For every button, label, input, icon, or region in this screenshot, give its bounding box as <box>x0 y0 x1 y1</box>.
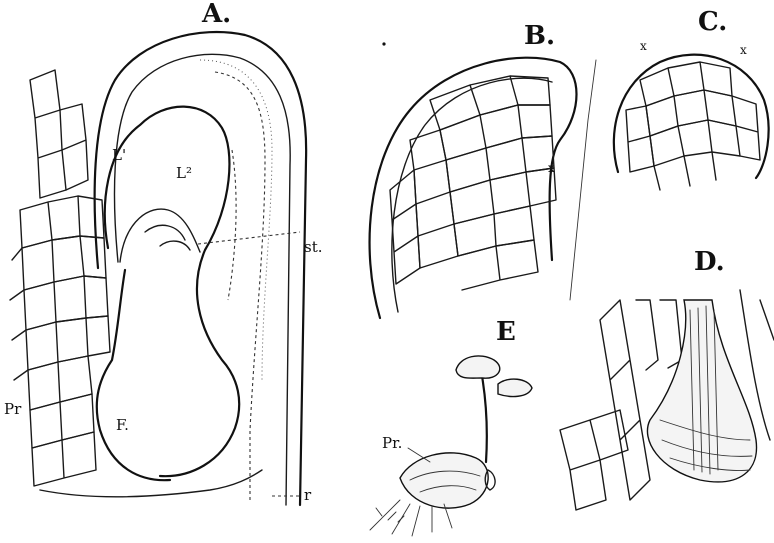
panel-a: A. L' L² st. Pr F. r <box>4 0 323 505</box>
panel-a-lobe-base <box>40 470 262 497</box>
panel-a-label-l1: L' <box>112 146 126 164</box>
panel-a-apex-inner <box>145 225 190 250</box>
panel-e-letter: E <box>496 317 516 347</box>
panel-b-outline <box>370 58 577 318</box>
panel-a-outer-inner-outline <box>115 54 291 505</box>
panel-b-label-x: x <box>548 161 555 175</box>
panel-a-label-f: F. <box>116 416 129 434</box>
panel-e-leaf-2 <box>498 379 532 396</box>
panel-a-dotted-line-1 <box>200 60 272 380</box>
panel-e-label-pr: Pr. <box>382 434 402 452</box>
stray-dot <box>382 42 385 45</box>
panel-d: D. <box>560 247 774 510</box>
panel-e-leaf-1 <box>456 356 500 378</box>
panel-a-label-l2: L² <box>176 164 192 182</box>
panel-a-dashed-line-1 <box>215 72 265 500</box>
panel-c-label-x-right: x <box>740 43 747 57</box>
panel-a-label-pr: Pr <box>4 400 22 418</box>
panel-a-letter: A. <box>201 0 231 29</box>
panel-a-apex-outline <box>120 209 200 262</box>
panel-b-cells <box>390 76 556 290</box>
panel-b: B. x <box>370 21 596 318</box>
panel-e-stem <box>482 376 487 462</box>
panel-c-cells <box>626 62 760 190</box>
panel-e: E Pr. <box>370 317 532 536</box>
panel-a-label-r: r <box>304 486 312 504</box>
panel-a-label-st: st. <box>304 238 323 256</box>
panel-a-prothallus-cells <box>10 70 110 486</box>
panel-b-right-edge <box>570 60 596 300</box>
panel-e-prothallus <box>400 453 488 508</box>
panel-c-letter: C. <box>698 7 727 37</box>
panel-c-outline <box>614 55 769 178</box>
panel-c-label-x-left: x <box>640 39 647 53</box>
panel-c: C. x x <box>614 7 769 190</box>
panel-d-letter: D. <box>694 247 725 277</box>
panel-b-letter: B. <box>524 21 555 51</box>
